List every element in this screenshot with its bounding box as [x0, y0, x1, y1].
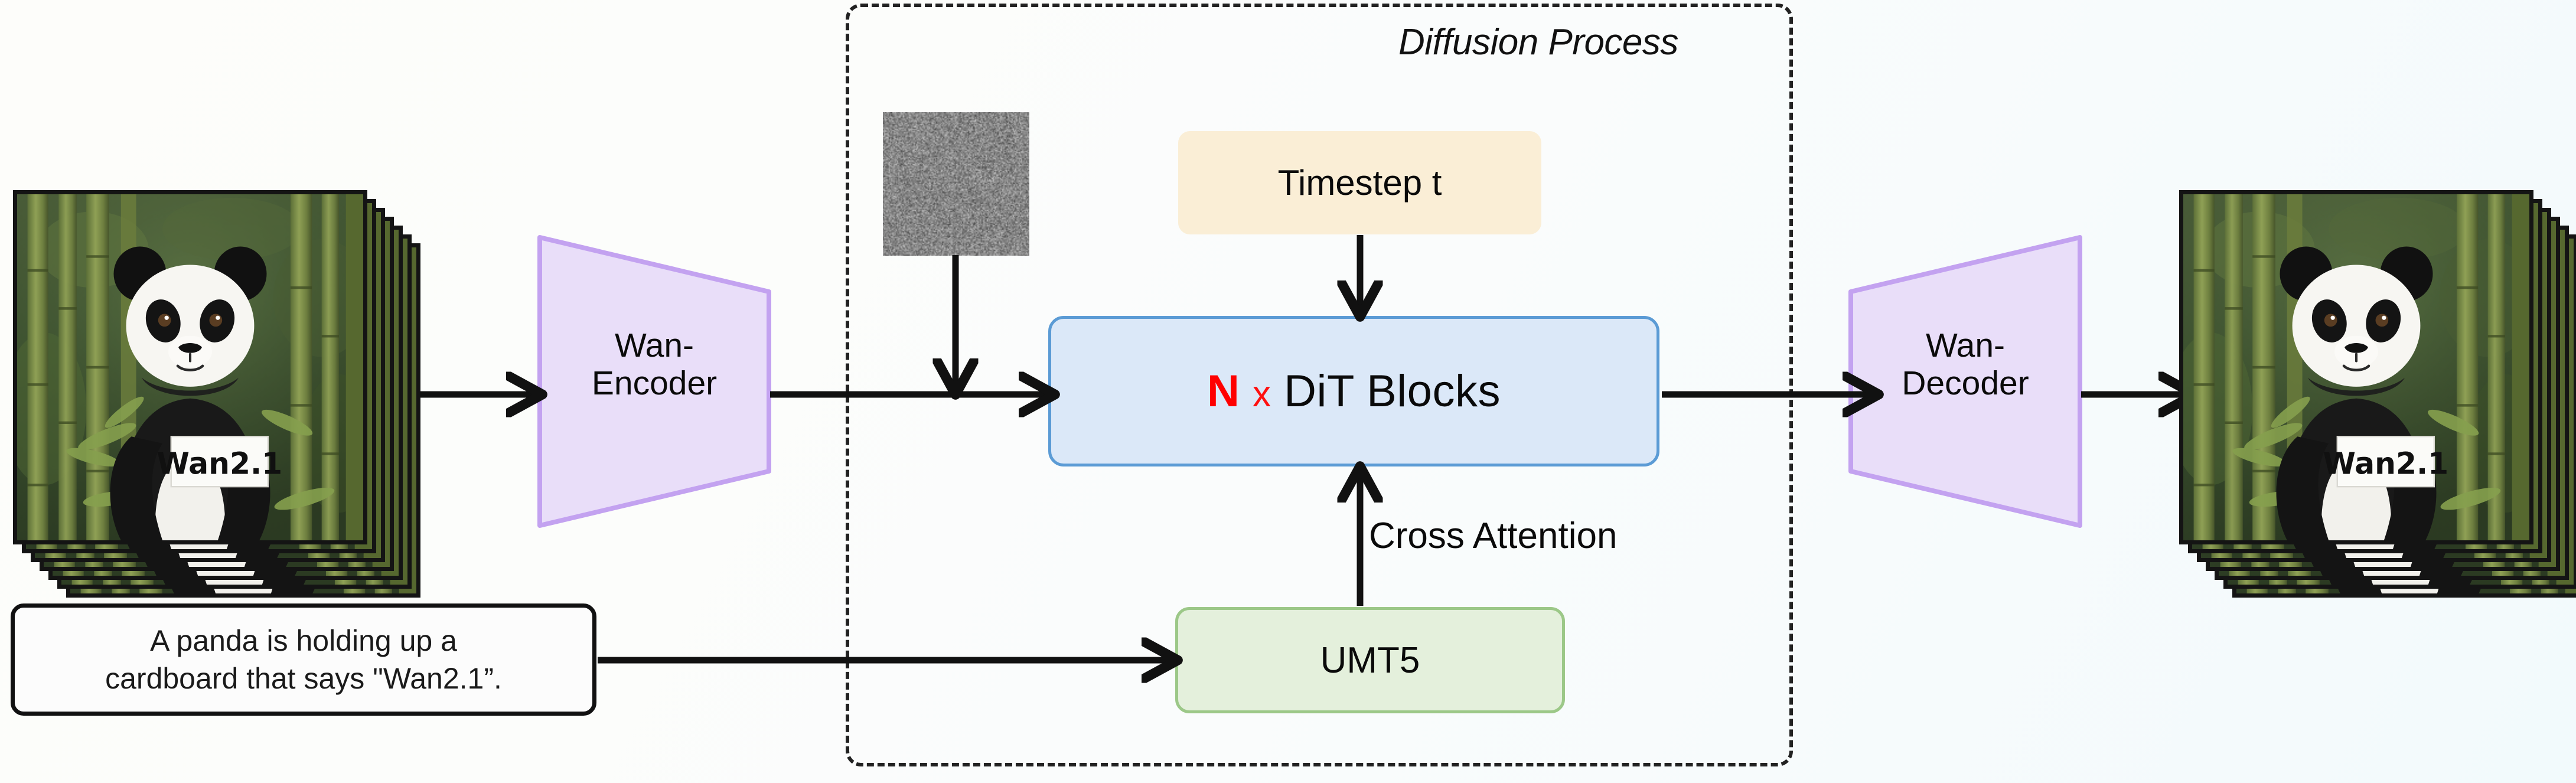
- dit-repeat-count: N: [1207, 366, 1240, 416]
- cross-attention-label: Cross Attention: [1369, 516, 1618, 556]
- output-video-frame-stack: Wan2.1: [2179, 190, 2576, 603]
- svg-text:Wan2.1: Wan2.1: [156, 446, 282, 481]
- wan-decoder-block[interactable]: Wan- Decoder: [1847, 234, 2083, 529]
- umt5-label: UMT5: [1320, 640, 1420, 681]
- video-frame-front: Wan2.1: [13, 190, 367, 544]
- dit-blocks-block[interactable]: N x DiT Blocks: [1048, 316, 1659, 466]
- diffusion-process-region: [846, 4, 1793, 766]
- encoder-label-line2: Encoder: [591, 364, 718, 402]
- wan-encoder-block[interactable]: Wan- Encoder: [536, 234, 772, 529]
- decoder-label-line2: Decoder: [1902, 364, 2029, 402]
- umt5-text-encoder-block[interactable]: UMT5: [1175, 607, 1565, 713]
- timestep-block[interactable]: Timestep t: [1178, 131, 1541, 234]
- text-prompt-box[interactable]: A panda is holding up a cardboard that s…: [11, 603, 596, 716]
- gaussian-noise-patch: [883, 112, 1029, 256]
- decoder-label-line1: Wan-: [1925, 327, 2006, 364]
- encoder-shape: [537, 235, 771, 528]
- encoder-label-line1: Wan-: [614, 327, 694, 364]
- prompt-text: A panda is holding up a cardboard that s…: [90, 622, 517, 697]
- timestep-label: Timestep t: [1277, 163, 1442, 203]
- dit-blocks-text: DiT Blocks: [1284, 366, 1501, 416]
- dit-multiply-symbol: x: [1253, 374, 1271, 415]
- prompt-line-1: A panda is holding up a: [150, 624, 457, 657]
- prompt-line-2: cardboard that says "Wan2.1”.: [105, 662, 502, 695]
- input-video-frame-stack: Wan2.1: [13, 190, 420, 603]
- video-frame-front: Wan2.1: [2179, 190, 2533, 544]
- diffusion-process-label: Diffusion Process: [1398, 22, 1678, 63]
- svg-text:Wan2.1: Wan2.1: [2323, 446, 2448, 481]
- dit-blocks-label: N x DiT Blocks: [1207, 366, 1501, 417]
